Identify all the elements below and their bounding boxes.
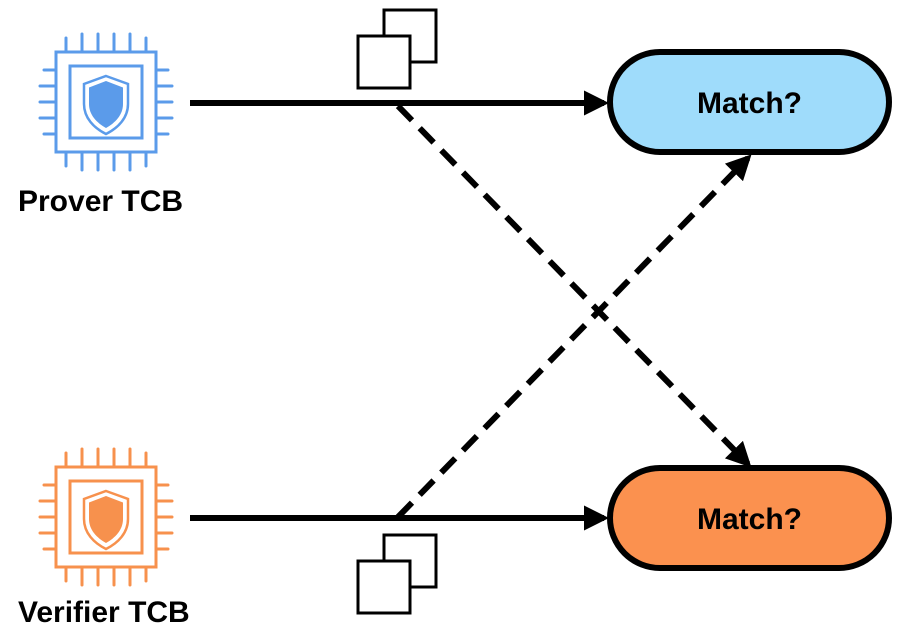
verifier-chip-icon	[38, 447, 174, 587]
match-node-top-shape	[607, 49, 892, 155]
prover-chip-icon	[38, 32, 174, 172]
match-node-bottom-label: Match?	[697, 503, 802, 536]
verifier-shield-icon	[82, 489, 130, 551]
match-node-top: Match?	[607, 49, 892, 155]
verifier-document-stack-icon	[356, 533, 438, 615]
match-node-bottom-shape	[607, 465, 892, 571]
match-node-top-label: Match?	[697, 87, 802, 120]
verifier-label: Verifier TCB	[18, 596, 190, 629]
prover-shield-icon	[82, 74, 130, 136]
prover-document-stack-icon	[356, 8, 438, 90]
verifier-dashed-cross-arrow	[395, 154, 752, 520]
prover-dashed-cross-arrow	[395, 103, 752, 468]
prover-label: Prover TCB	[18, 185, 183, 218]
match-node-bottom: Match?	[607, 465, 892, 571]
